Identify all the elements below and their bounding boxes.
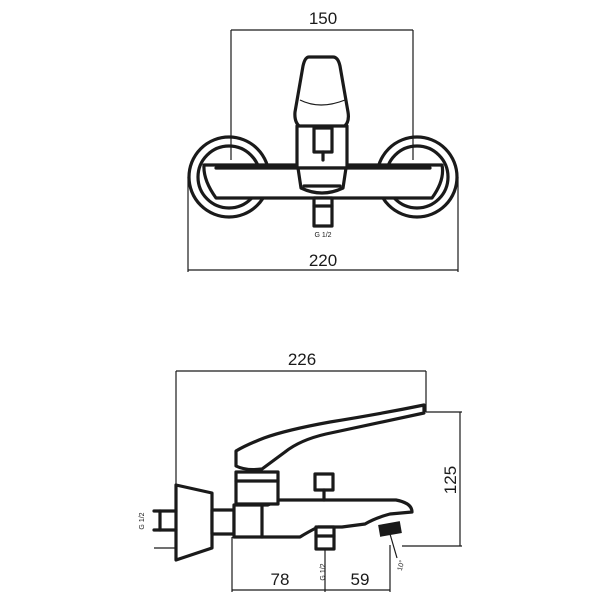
body-connector	[210, 508, 236, 536]
angle-label: 10°	[396, 559, 407, 571]
thread-label-bottom: G 1/2	[320, 563, 327, 580]
dim-right-offset-label: 59	[351, 570, 370, 589]
dim-height-label: 125	[441, 466, 460, 494]
cartridge-column	[234, 470, 280, 506]
aerator	[378, 521, 402, 537]
thread-label-top: G 1/2	[314, 232, 331, 239]
diverter-button	[313, 472, 335, 492]
side-view: 226 125 G 1/2	[139, 350, 462, 592]
thread-label-left: G 1/2	[139, 512, 146, 529]
dimension-226: 226	[175, 350, 427, 490]
dimension-125: 125	[402, 411, 462, 547]
outlet-nozzle-top	[312, 196, 334, 228]
dim-length-label: 226	[288, 350, 316, 369]
dimension-78-59: 78 59 G 1/2	[231, 537, 391, 592]
dim-left-offset-label: 78	[271, 570, 290, 589]
lever-handle-side	[234, 403, 426, 472]
dimension-220: 220	[187, 177, 459, 272]
mixer-body-side	[232, 498, 414, 539]
dimension-150: 150	[230, 9, 414, 160]
wall-flange	[174, 483, 214, 562]
top-view: 150 G 1/2 220	[187, 9, 459, 272]
cartridge-ring	[296, 166, 348, 195]
lever-button-top	[312, 126, 334, 154]
hand-shower-outlet	[314, 525, 336, 551]
dim-width-bottom-label: 220	[309, 251, 337, 270]
dim-width-top-label: 150	[309, 9, 337, 28]
lever-handle-top	[293, 55, 350, 130]
